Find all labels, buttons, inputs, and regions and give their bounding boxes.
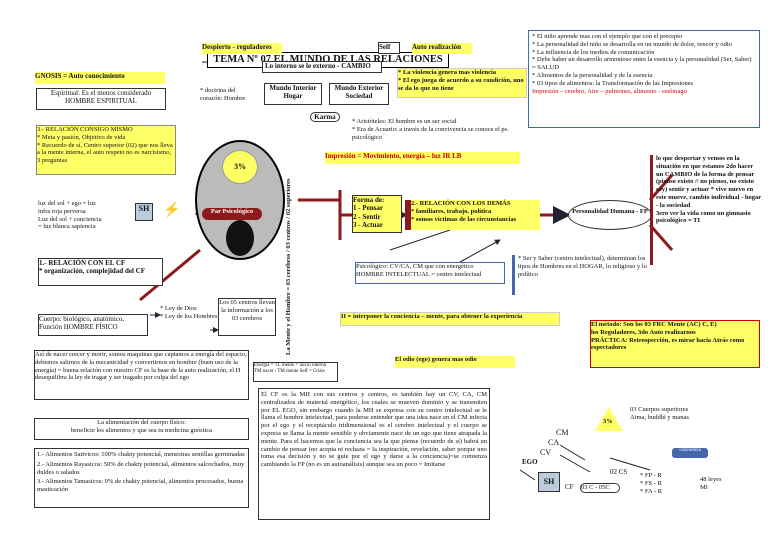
right-top-4: * Debe haber un desarrollo armonioso ent… — [532, 56, 752, 72]
relacion-consigo-mismo: 3.- RELACIÓN CONSIGO MISMO * Meta y pasi… — [36, 125, 176, 175]
mundo-exterior: Mundo Exterior Sociedad — [329, 83, 389, 105]
luz-note: luz del sol + ego = luz infra roja perve… — [38, 200, 102, 231]
conciencia-tag: conciencia — [672, 448, 708, 458]
centros-box: Los 05 centros llevan la información a l… — [218, 298, 276, 336]
leyes-label: 48 leyes MI — [700, 476, 722, 491]
alimento-item-1: 1.- Alimentos Sattvicos: 100% chakty pot… — [37, 451, 245, 458]
top-bar-self: Self — [378, 42, 400, 54]
right-top-2: * La personalidad del niño se desarrolla… — [532, 40, 732, 48]
cuerpos-superiores: 03 Cuerpos superiores Atma, buddhi y man… — [630, 406, 689, 421]
violencia-note: * La violencia genera mas violencia * El… — [397, 68, 527, 98]
brain-top — [222, 150, 258, 184]
sh-box-left: SH — [135, 203, 153, 221]
espiritual-box: Espiritual: Es el menos considerado HOMB… — [36, 88, 166, 110]
ego-odio-banner: El odio (ego) genera mas odio — [395, 356, 515, 368]
sh-box-right: SH — [538, 472, 560, 492]
mundo-interior: Mundo Interior Hogar — [264, 83, 322, 105]
bottom-row-1: * FP - R — [640, 472, 662, 479]
personalidad-bubble: Personalidad Humana - FP — [568, 200, 652, 230]
alimentacion-box: La alimentación del cuerpo físico: benef… — [34, 418, 249, 440]
aristoteles-note: * Aristóteles: El hombre es un ser socia… — [352, 118, 509, 141]
right-top-1: * El niño aprende mas con el ejemplo que… — [532, 33, 683, 40]
right-top-6: * 03 tipos de alimentos: la Transformaci… — [532, 79, 694, 87]
cs-label: 02 CS — [610, 468, 628, 476]
triangle-icon — [595, 407, 623, 431]
bottom-row-2: * FS - R — [640, 479, 662, 487]
ca-label: CA — [548, 438, 560, 447]
bottom-rows: * FP - R * FS - R * FA - R — [640, 472, 690, 502]
right-top-3: * La influencia de los medios de comunic… — [532, 48, 655, 56]
ley-note: * Ley de Dios * Ley de los Hombres — [160, 305, 218, 320]
metodo-box: El método: Son los 03 FRC Mente (AC) C, … — [590, 320, 760, 368]
relacion-demas: 2.- RELACIÓN CON LOS DEMÁS * familiares,… — [405, 200, 540, 230]
right-mid-box: lo que despertar y vemos en la situación… — [650, 155, 762, 265]
triangle-percent: 3% — [603, 418, 613, 425]
relacion-cf: 1.- RELACIÓN CON EL CF * organización, c… — [38, 258, 163, 286]
brain-bottom — [226, 220, 254, 256]
ego-label: EGO — [522, 458, 538, 466]
brain-percent: 3% — [234, 162, 246, 171]
lightning-icon: ⚡ — [163, 203, 181, 218]
vertical-label: La Mente y el Hombre = 03 cerebros / 03 … — [285, 178, 292, 355]
right-top-box: * El niño aprende mas con el ejemplo que… — [528, 30, 760, 128]
top-bar-right: Auto realización — [412, 43, 472, 54]
cuerpo-box: Cuerpo: biológico, anatómico, Función HO… — [38, 314, 148, 336]
cm-label: CM — [556, 428, 569, 437]
energia-note: Energía = TL mente = inicio interno TM n… — [253, 362, 338, 382]
ego-text-box: El CF es la MH con sus centros y centros… — [258, 388, 490, 520]
right-top-5: * Alimentos de la personalidad y de la e… — [532, 71, 653, 79]
espiritual-note: * doctrina del corazón: Hombre — [200, 87, 246, 102]
top-bar-left: Despierto - reguladores — [202, 43, 282, 54]
cf-label: CF — [565, 483, 574, 491]
par-psicologico: Par Psicológico — [202, 208, 262, 220]
alimento-item-2: 2.- Alimentos Rayasicos: 50% de chakty p… — [37, 460, 245, 476]
cv-label: CV — [540, 448, 552, 457]
karma-label: Karma — [310, 112, 340, 122]
bottom-row-3: * FA - R — [640, 487, 663, 495]
right-top-7: Impresión – cerebro, Aire – pulmones, al… — [532, 87, 687, 95]
impresion-banner: Impresión = Movimiento, energía – luz IR… — [325, 152, 520, 164]
psicologico-cv: Psicológico: CV/CA, CM que con energétic… — [355, 262, 505, 284]
alimento-item-3: 3.- Alimentos Tamasicos: 0% de chakty po… — [37, 478, 244, 494]
cambio-label: Lo interno se le externo - CAMBIO — [262, 61, 382, 73]
formas-box: Forma de: 1 - Pensar 2 - Sentir 3 - Actu… — [352, 195, 402, 233]
alimentos-list: 1.- Alimentos Sattvicos: 100% chakty pot… — [34, 448, 249, 508]
c-label: 03 C - 05C — [580, 483, 620, 493]
maquinas-box: Así de nacer crecer y morir, somos maqui… — [34, 350, 249, 400]
interponer-banner: II = interponer la conciencia – mente, p… — [340, 312, 560, 326]
ser-note: * Ser y Saber (centro intelectual), dete… — [512, 255, 647, 295]
gnosis-label: GNOSIS = Auto conocimiento — [35, 72, 165, 84]
